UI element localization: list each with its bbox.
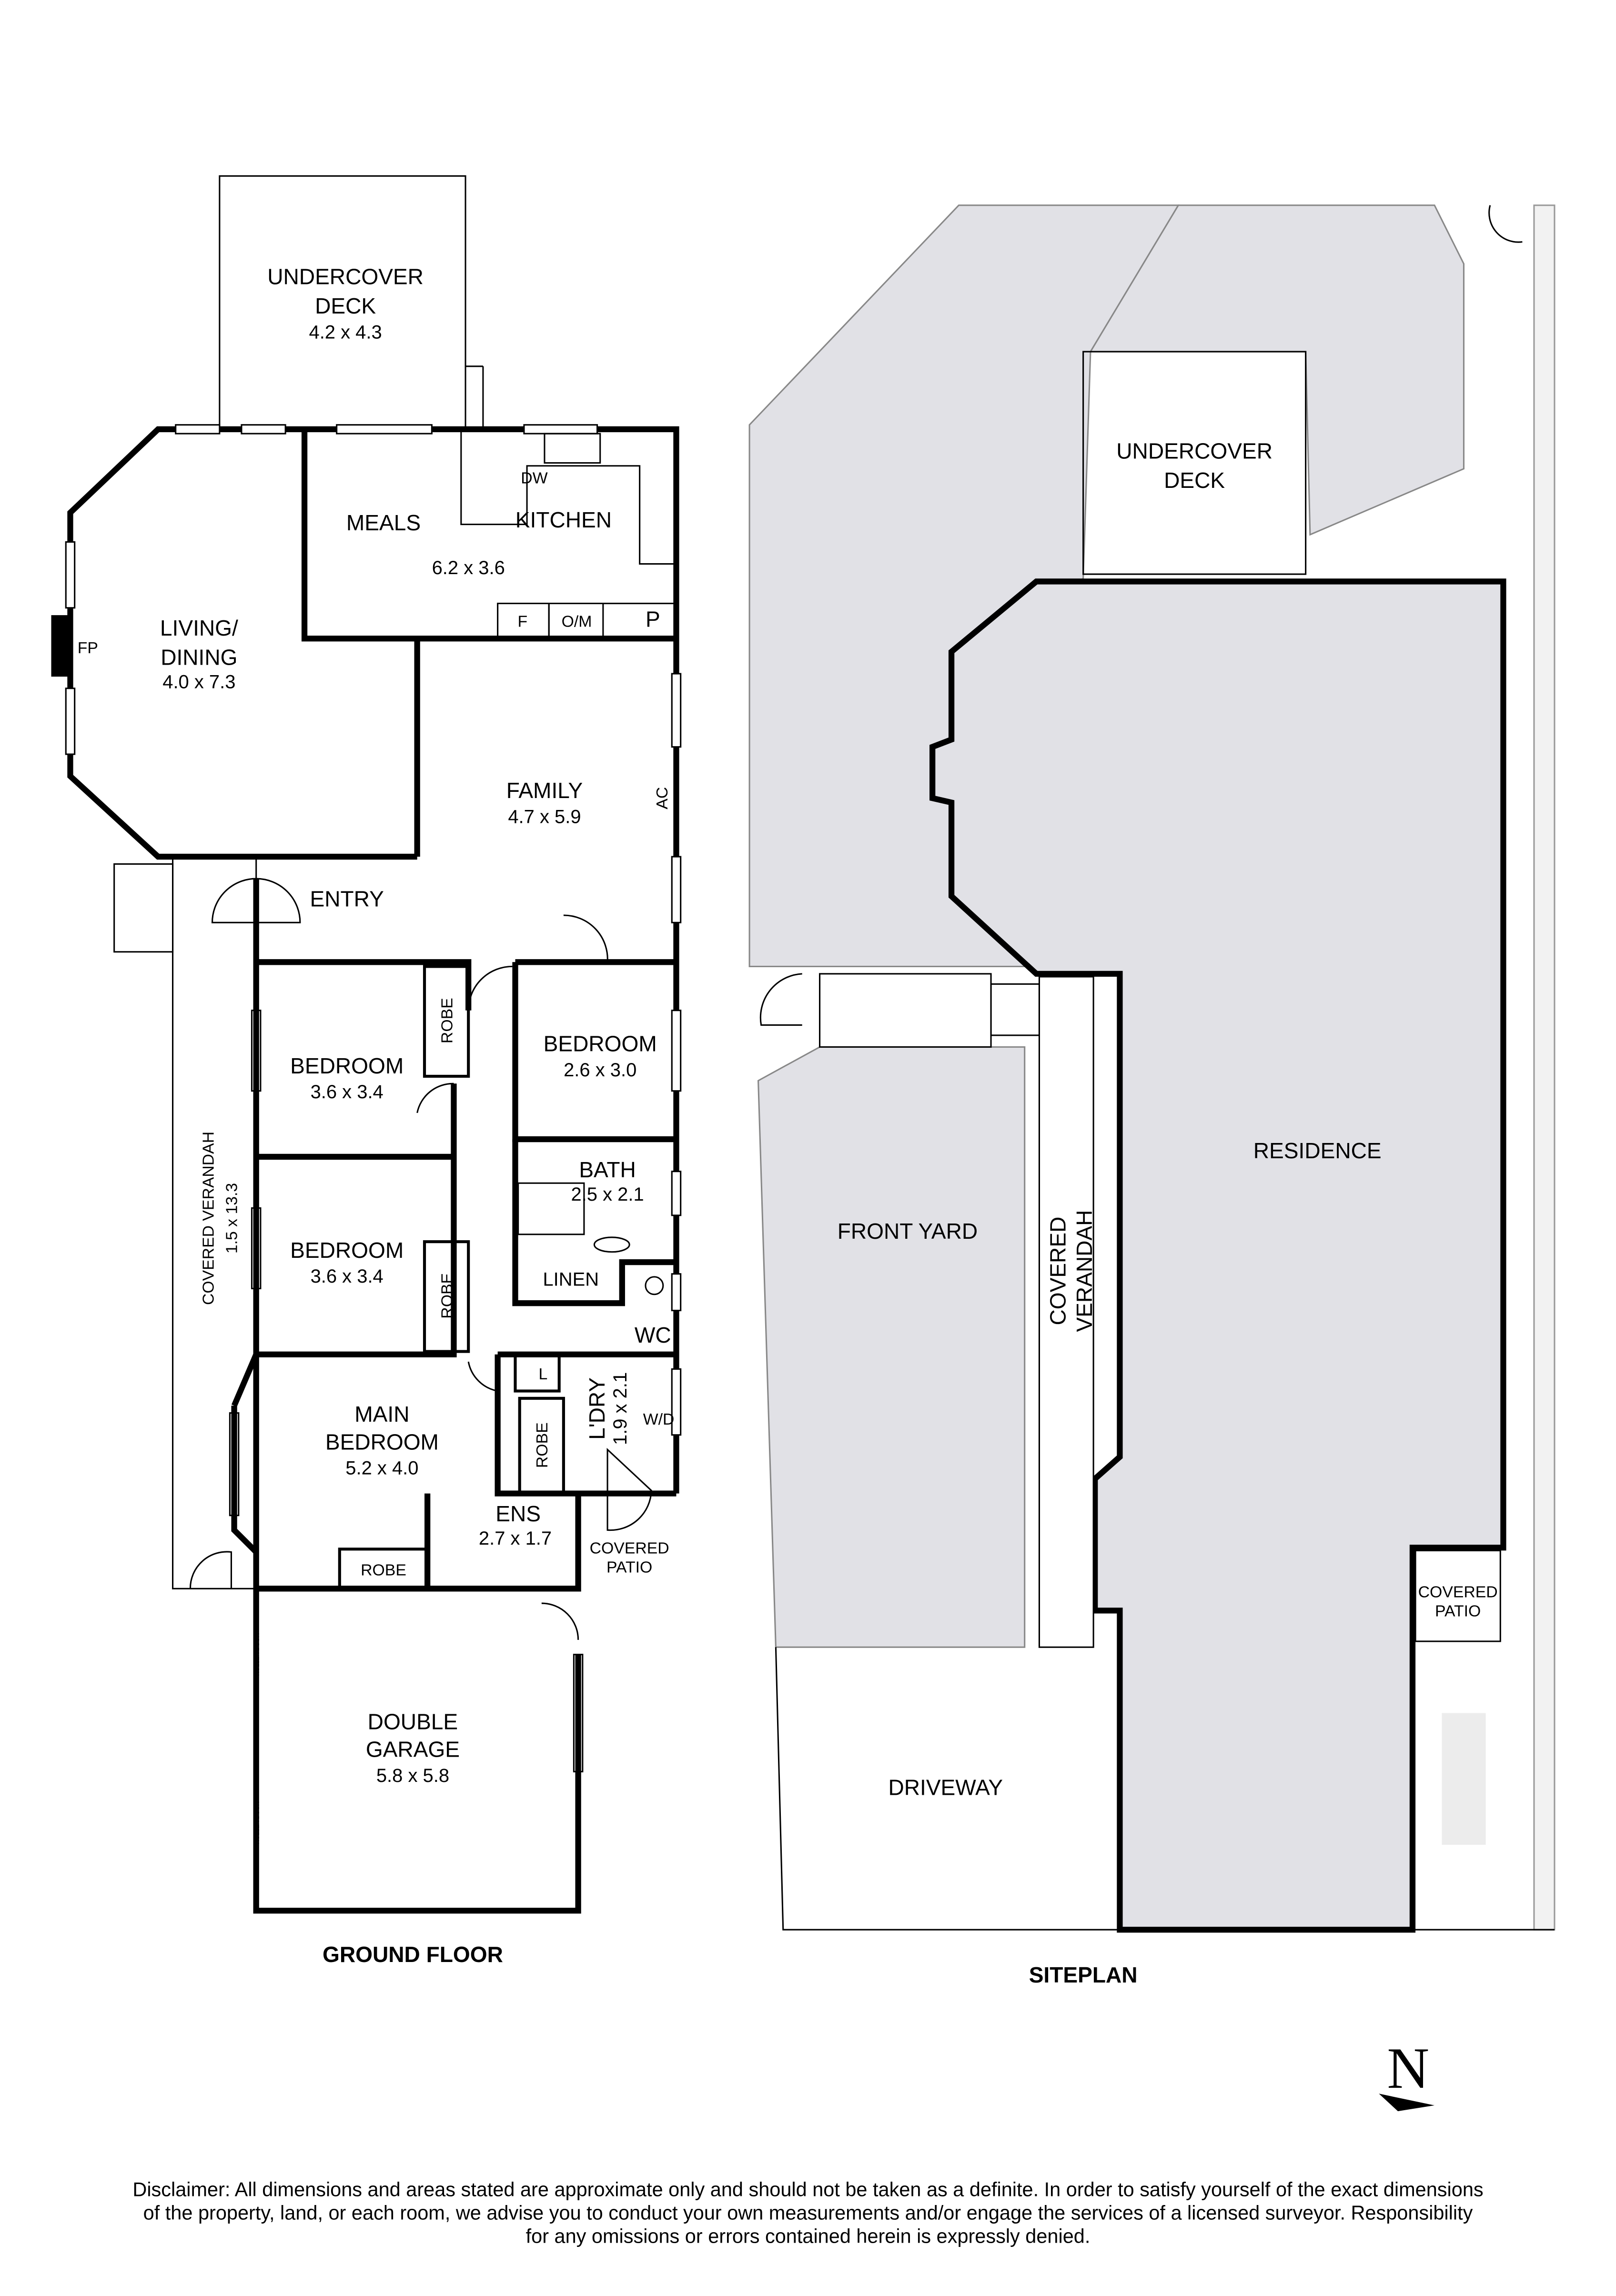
wd-label: W/D xyxy=(643,1410,675,1428)
robe-a xyxy=(423,965,470,1078)
patio-label-2: PATIO xyxy=(606,1558,652,1577)
siteplan-verandah xyxy=(1038,976,1094,1648)
bedroom-a-size: 3.6 x 3.4 xyxy=(311,1082,384,1102)
bath-label: BATH xyxy=(579,1157,636,1182)
fireplace xyxy=(51,615,71,677)
residence-label: RESIDENCE xyxy=(1253,1138,1382,1163)
siteplan-deck-label-1: UNDERCOVER xyxy=(1116,438,1273,463)
ensuite-size: 2.7 x 1.7 xyxy=(479,1528,552,1549)
fridge-label: F xyxy=(518,613,528,631)
siteplan-hatch xyxy=(1442,1713,1486,1845)
siteplan-porch xyxy=(819,973,992,1048)
garage-label-2: GARAGE xyxy=(366,1737,460,1762)
deck-size: 4.2 x 4.3 xyxy=(309,322,382,343)
north-label: N xyxy=(1387,2035,1429,2101)
kitchen-fixtures xyxy=(460,429,677,639)
meals-label: MEALS xyxy=(346,510,421,535)
garage-label-1: DOUBLE xyxy=(368,1709,458,1734)
robe-main xyxy=(338,1548,429,1590)
driveway-outline xyxy=(775,1647,1120,1931)
bedroom-b-label: BEDROOM xyxy=(544,1032,657,1056)
north-arrow: N xyxy=(1379,2035,1435,2112)
kitchen-label: KITCHEN xyxy=(515,507,612,532)
siteplan-deck-label-2: DECK xyxy=(1164,468,1225,493)
deck-label-2: DECK xyxy=(315,293,376,318)
siteplan-patio xyxy=(1414,1549,1501,1642)
siteplan-title: SITEPLAN xyxy=(1029,1962,1138,1987)
robe-c xyxy=(423,1240,470,1353)
robe-a-label: ROBE xyxy=(438,998,456,1043)
disclaimer-line-3: for any omissions or errors contained he… xyxy=(526,2225,1091,2247)
main-bedroom-label-2: BEDROOM xyxy=(325,1429,439,1454)
robe-main-label: ROBE xyxy=(361,1561,406,1579)
verandah-outline xyxy=(172,856,257,1589)
robe-main-side-label: ROBE xyxy=(533,1422,551,1468)
deck-label-1: UNDERCOVER xyxy=(267,264,424,289)
bath-tub xyxy=(593,1236,630,1253)
pantry-label: P xyxy=(646,607,660,632)
driveway-label: DRIVEWAY xyxy=(888,1775,1003,1800)
l-cupboard-label: L xyxy=(538,1365,547,1383)
siteplan-verandah-label-2: VERANDAH xyxy=(1072,1210,1097,1332)
residence xyxy=(929,578,1506,1933)
oven-label: O/M xyxy=(562,613,592,631)
ac-label: AC xyxy=(653,787,671,809)
living-label-2: DINING xyxy=(161,645,237,670)
entry-steps xyxy=(113,863,174,953)
living-label-1: LIVING/ xyxy=(160,616,238,640)
family-size: 4.7 x 5.9 xyxy=(508,806,581,827)
front-yard-label: FRONT YARD xyxy=(838,1219,978,1244)
main-bedroom-label-1: MAIN xyxy=(354,1402,409,1426)
living-size: 4.0 x 7.3 xyxy=(162,672,235,693)
disclaimer-line-2: of the property, land, or each room, we … xyxy=(143,2202,1473,2224)
verandah-label: COVERED VERANDAH xyxy=(200,1132,218,1305)
fireplace-label: FP xyxy=(78,639,98,657)
front-yard xyxy=(757,1046,1026,1648)
shower xyxy=(517,1182,585,1235)
exterior-wall xyxy=(67,426,679,1494)
east-fence xyxy=(1533,204,1555,1931)
bedroom-c-size: 3.6 x 3.4 xyxy=(311,1266,384,1287)
ensuite-label: ENS xyxy=(495,1501,541,1526)
entry-label: ENTRY xyxy=(310,887,384,911)
toilet xyxy=(645,1276,664,1295)
siteplan-patio-label-1: COVERED xyxy=(1418,1583,1498,1601)
robe-main-side xyxy=(518,1396,565,1495)
bedroom-a-label: BEDROOM xyxy=(290,1053,404,1078)
family-label: FAMILY xyxy=(506,778,583,803)
linen-label: LINEN xyxy=(543,1269,599,1290)
siteplan-deck xyxy=(1082,351,1307,575)
bedroom-b-size: 2.6 x 3.0 xyxy=(564,1060,636,1081)
siteplan-patio-label-2: PATIO xyxy=(1435,1602,1481,1620)
roller-door-label-2: ROLLER DOOR xyxy=(254,1801,261,1844)
ground-floor-plan: UNDERCOVER DECK 4.2 x 4.3 MEALS KITCHEN … xyxy=(51,175,682,1967)
robe-c-label: ROBE xyxy=(438,1273,456,1319)
bedroom-c-label: BEDROOM xyxy=(290,1238,404,1263)
dw-label: DW xyxy=(521,469,547,487)
bath-size: 2.5 x 2.1 xyxy=(571,1184,644,1205)
laundry-label: L'DRY xyxy=(585,1377,609,1440)
siteplan: UNDERCOVER DECK RESIDENCE FRONT YARD COV… xyxy=(748,204,1555,1987)
wc-label: WC xyxy=(635,1323,671,1347)
roller-door-label-1: ROLLER DOOR xyxy=(254,1633,261,1676)
laundry-size: 1.9 x 2.1 xyxy=(610,1372,631,1445)
siteplan-verandah-label-1: COVERED xyxy=(1046,1217,1071,1325)
verandah-size: 1.5 x 13.3 xyxy=(223,1183,241,1254)
north-arrow-icon xyxy=(1379,2094,1435,2112)
kitchen-size: 6.2 x 3.6 xyxy=(432,557,505,578)
disclaimer-line-1: Disclaimer: All dimensions and areas sta… xyxy=(132,2178,1483,2200)
main-bedroom-size: 5.2 x 4.0 xyxy=(345,1458,418,1479)
garage-size: 5.8 x 5.8 xyxy=(376,1765,449,1786)
patio-label-1: COVERED xyxy=(590,1539,669,1558)
ground-floor-title: GROUND FLOOR xyxy=(323,1942,503,1967)
siteplan-steps xyxy=(990,983,1040,1036)
linen-press-l xyxy=(514,1353,561,1393)
